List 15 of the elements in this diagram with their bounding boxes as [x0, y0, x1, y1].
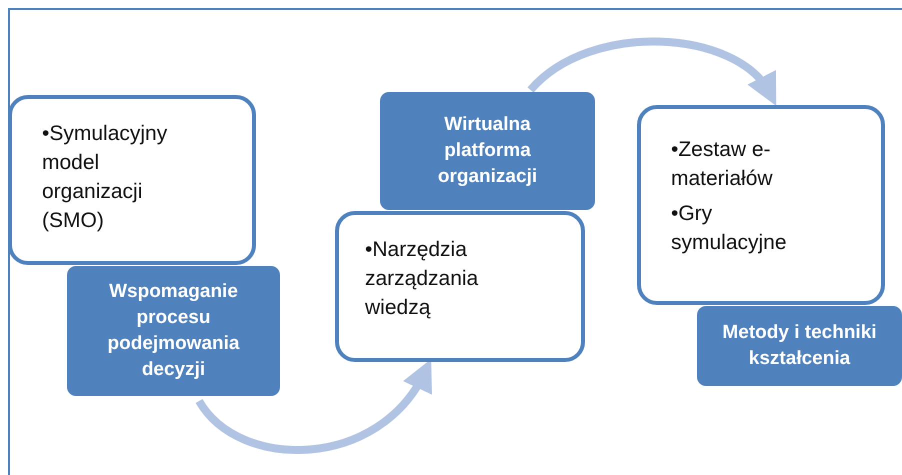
- box-title: Metody i techniki kształcenia: [721, 321, 878, 371]
- bullet-text: •Narzędzia zarządzania wiedzą: [365, 237, 480, 321]
- title-box: [697, 306, 902, 386]
- box-title: Wirtualna platforma organizacji: [436, 113, 538, 189]
- content-box: [8, 95, 256, 265]
- box-title: Wspomaganie procesu podejmowania decyzji: [106, 280, 240, 382]
- title-box: [67, 266, 280, 396]
- bullet-text: •Symulacyjny model organizacji (SMO): [42, 121, 168, 234]
- curved-arrow: [528, 38, 778, 105]
- curved-arrow: [196, 360, 432, 454]
- content-box: [637, 105, 885, 305]
- content-box: [335, 211, 585, 362]
- bullet-text: •Gry symulacyjne: [671, 201, 788, 256]
- title-box: [380, 92, 595, 210]
- bullet-text: •Zestaw e-materiałów: [671, 137, 774, 192]
